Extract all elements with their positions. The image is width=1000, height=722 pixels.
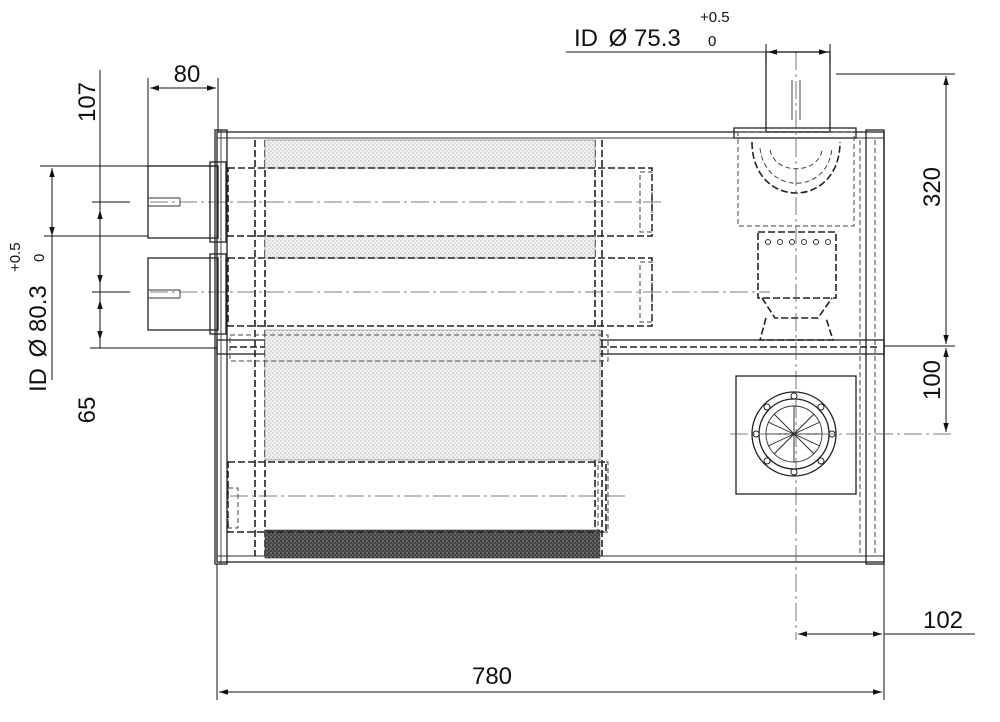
inlet-diameter-symbol: Ø	[25, 339, 52, 358]
outlet-pipe	[765, 51, 831, 133]
outlet-tol-lower: 0	[708, 33, 716, 50]
dim-102-label: 102	[923, 607, 963, 634]
outlet-assembly	[733, 51, 857, 640]
dimension-outlet-diameter: ID Ø 75.3 +0.5 0	[566, 9, 831, 60]
packing-mid	[264, 235, 596, 259]
dimension-inlet-diameter: ID Ø 80.3 +0.5 0	[7, 168, 148, 392]
dimension-port-height: 100	[919, 348, 949, 432]
side-port	[730, 375, 955, 495]
dimension-overall-length: 780	[216, 564, 882, 700]
dim-80-label: 80	[174, 61, 201, 88]
dim-780-label: 780	[472, 663, 512, 690]
svg-text:ID Ø 75.3: ID Ø 75.3	[574, 25, 681, 52]
dim-107-label: 107	[74, 82, 101, 122]
inlet-tol-upper: +0.5	[7, 242, 24, 272]
inlet-tube-lower	[227, 257, 653, 327]
svg-text:ID Ø 80.3: ID Ø 80.3	[25, 285, 52, 392]
port-plate	[735, 375, 857, 495]
outlet-tol-upper: +0.5	[700, 9, 730, 26]
dimension-inlet-offset: 107	[40, 70, 217, 349]
outlet-diameter-value: 75.3	[634, 25, 681, 52]
dim-100-label: 100	[919, 360, 946, 400]
outlet-diameter-symbol: Ø	[609, 25, 628, 52]
inlet-pipe-lower	[147, 257, 219, 331]
packing-center	[264, 329, 601, 461]
inlet-diameter-prefix: ID	[25, 368, 52, 392]
inlet-tol-lower: 0	[31, 254, 48, 262]
crossover-tube	[227, 461, 607, 533]
dimension-port-offset: 102	[798, 564, 975, 700]
inlet-pipes	[147, 161, 227, 335]
packing-top	[264, 139, 596, 169]
muffler-body	[150, 129, 885, 565]
inlet-diameter-value: 80.3	[25, 285, 52, 332]
dimension-outlet-height: 320	[836, 73, 955, 347]
perforation-holes	[765, 239, 831, 245]
dim-65-label: 65	[74, 397, 101, 424]
dimension-inlet-spacing: 65	[74, 201, 130, 424]
dim-320-label: 320	[919, 167, 946, 207]
packing-bottom	[264, 529, 601, 559]
inlet-tube-upper	[227, 167, 653, 237]
dimension-inlet-length: 80	[147, 61, 219, 166]
outlet-diameter-prefix: ID	[574, 25, 598, 52]
